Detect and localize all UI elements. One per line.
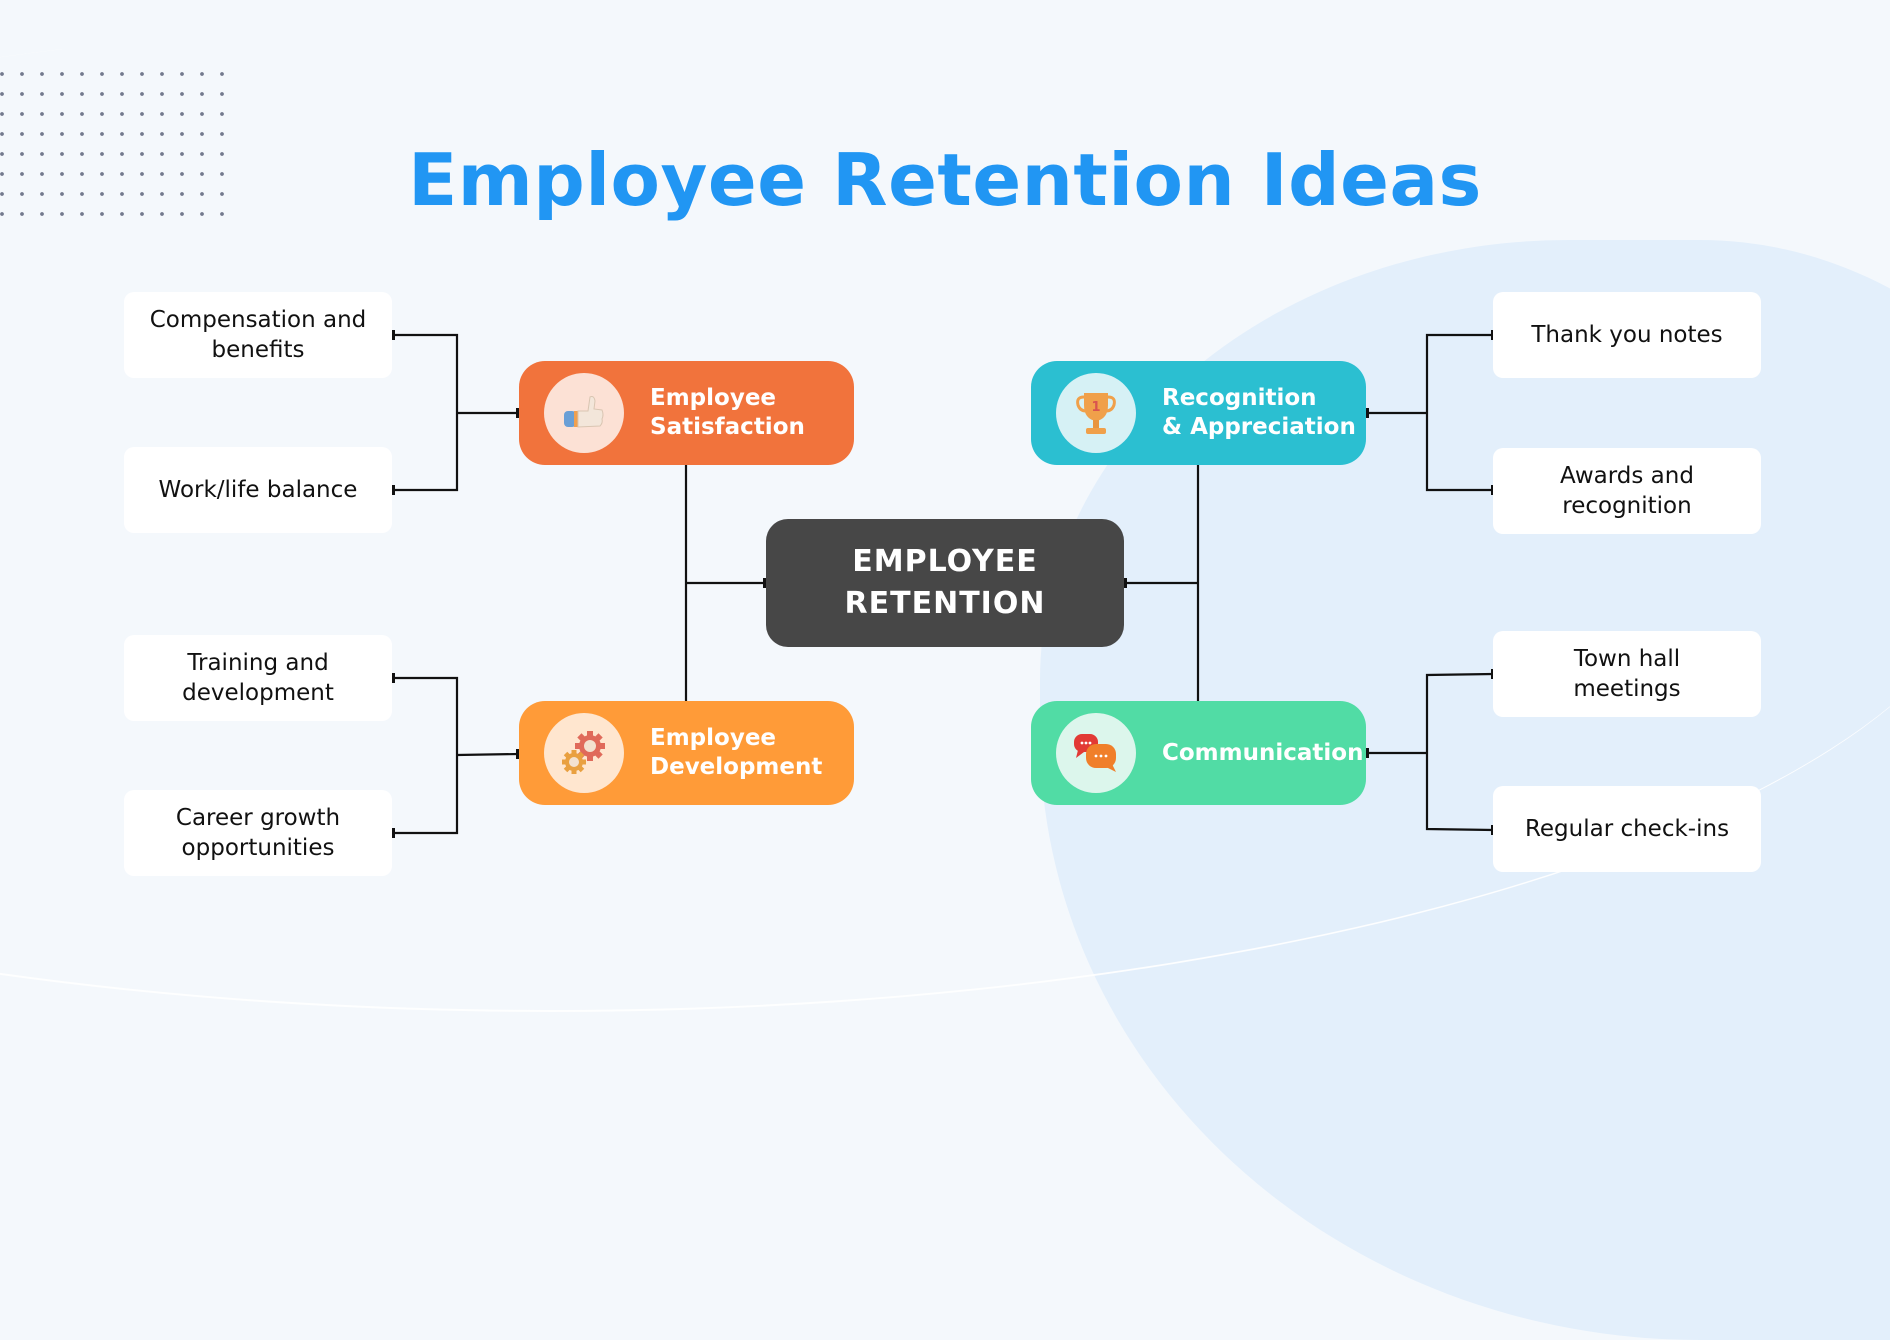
leaf-town-hall-meetings[interactable]: Town hall meetings <box>1493 631 1761 717</box>
branch-label: Employee Development <box>650 725 823 780</box>
branch-label: Communication <box>1162 739 1364 766</box>
leaf-training-development[interactable]: Training and development <box>124 635 392 721</box>
leaf-label: Training and development <box>182 650 334 706</box>
trophy-icon: 1 <box>1056 373 1136 453</box>
leaf-thank-you-notes[interactable]: Thank you notes <box>1493 292 1761 378</box>
center-label-line2: RETENTION <box>844 586 1046 621</box>
leaf-regular-check-ins[interactable]: Regular check-ins <box>1493 786 1761 872</box>
leaf-label: Regular check-ins <box>1524 816 1730 842</box>
branch-label: Recognition & Appreciation <box>1162 385 1356 440</box>
center-node-employee-retention[interactable]: EMPLOYEE RETENTION <box>766 519 1124 647</box>
branch-recognition-appreciation[interactable]: 1 Recognition & Appreciation <box>1031 361 1366 465</box>
leaf-label: Work/life balance <box>158 477 358 503</box>
branch-employee-development[interactable]: Employee Development <box>519 701 854 805</box>
leaf-label: Compensation and benefits <box>149 307 367 363</box>
leaf-compensation-benefits[interactable]: Compensation and benefits <box>124 292 392 378</box>
leaf-awards-recognition[interactable]: Awards and recognition <box>1493 448 1761 534</box>
leaf-label: Town hall meetings <box>1573 646 1681 702</box>
branch-label: Employee Satisfaction <box>650 385 805 440</box>
chat-bubbles-icon <box>1056 713 1136 793</box>
leaf-label: Career growth opportunities <box>175 805 341 861</box>
center-label-line1: EMPLOYEE <box>852 544 1038 579</box>
leaf-career-growth[interactable]: Career growth opportunities <box>124 790 392 876</box>
svg-text:1: 1 <box>1091 400 1100 415</box>
page-title: Employee Retention Ideas <box>408 138 1482 222</box>
connector-lines <box>392 330 1494 838</box>
leaf-label: Awards and recognition <box>1560 463 1694 519</box>
dot-grid-decoration <box>0 62 230 232</box>
leaf-work-life-balance[interactable]: Work/life balance <box>124 447 392 533</box>
branch-employee-satisfaction[interactable]: Employee Satisfaction <box>519 361 854 465</box>
branch-communication[interactable]: Communication <box>1031 701 1366 805</box>
leaf-label: Thank you notes <box>1531 322 1723 348</box>
thumbs-up-icon <box>544 373 624 453</box>
gears-icon <box>544 713 624 793</box>
